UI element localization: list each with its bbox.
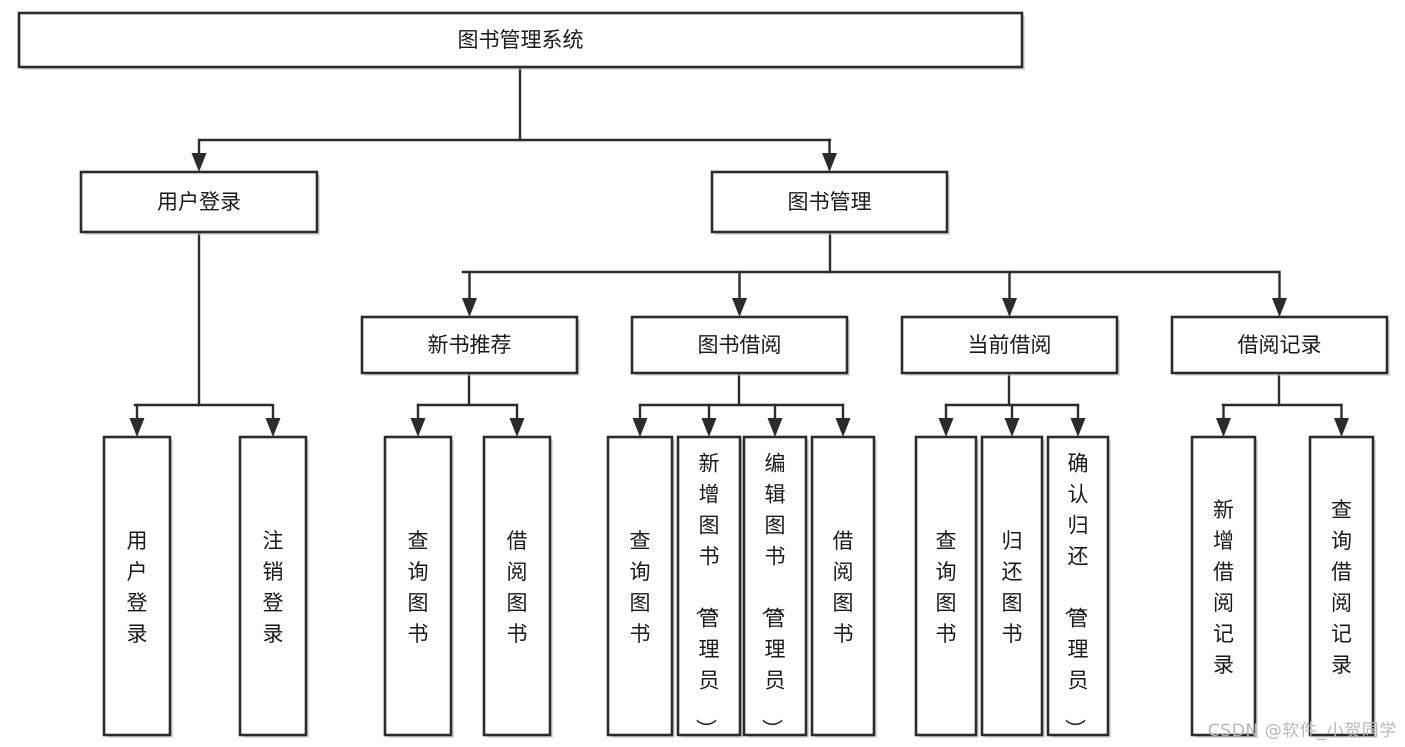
node-label: 查询图书 (936, 529, 957, 646)
arrow-to-borrow-record (1272, 270, 1287, 317)
arrow-to-new-book-recommend (462, 270, 477, 317)
nodes-layer: 图书管理系统用户登录图书管理新书推荐图书借阅当前借阅借阅记录用户登录注销登录查询… (17, 11, 1390, 740)
arrow-to-user-login (191, 138, 207, 172)
node-leaf-leaf-query-book-borrow[interactable]: 查询图书 (606, 435, 675, 738)
node-level1-book-management[interactable]: 图书管理 (710, 170, 950, 235)
arrow-to-leaf-user-login (129, 403, 145, 437)
arrow-to-current-borrow (1002, 270, 1017, 317)
node-leaf-leaf-borrow-book[interactable]: 借阅图书 (810, 435, 877, 738)
arrow-to-leaf-add-book-admin (701, 403, 717, 437)
connector-bus-book-borrow (638, 371, 845, 407)
node-root-root[interactable]: 图书管理系统 (17, 11, 1025, 70)
connectors-layer (129, 65, 1349, 437)
node-label: 新增借阅记录 (1213, 498, 1234, 677)
node-label: 当前借阅 (968, 333, 1052, 357)
node-label: 借阅记录 (1238, 333, 1322, 357)
node-label: 新增图书（管理员） (694, 452, 720, 740)
node-label: 图书管理系统 (458, 28, 584, 52)
node-label: 确认归还（管理员） (1063, 452, 1089, 740)
arrow-to-leaf-logout (265, 403, 281, 437)
node-level1-user-login[interactable]: 用户登录 (79, 170, 320, 235)
connector-bus-current-borrow (944, 371, 1080, 407)
arrow-to-book-management (822, 138, 837, 172)
node-label: 归还图书 (1002, 529, 1023, 646)
node-label: 图书管理 (788, 190, 872, 214)
connector-bus-user-login (133, 230, 273, 407)
node-leaf-leaf-user-login[interactable]: 用户登录 (102, 435, 173, 738)
node-label: 查询图书 (630, 529, 651, 646)
node-level2-borrow-record[interactable]: 借阅记录 (1170, 315, 1390, 376)
connector-bus-new-book (416, 371, 519, 407)
node-label: 用户登录 (127, 529, 148, 646)
node-label: 借阅图书 (507, 529, 528, 646)
node-leaf-leaf-confirm-return-admin[interactable]: 确认归还（管理员） (1046, 435, 1111, 740)
connector-bus-root (198, 65, 832, 142)
arrow-to-leaf-confirm-return-admin (1070, 403, 1086, 437)
arrow-to-leaf-edit-book-admin (767, 403, 783, 437)
node-label: 用户登录 (157, 190, 241, 214)
node-label: 注销登录 (263, 529, 284, 646)
node-label: 借阅图书 (833, 529, 854, 646)
node-leaf-leaf-query-book-current[interactable]: 查询图书 (914, 435, 979, 738)
node-label: 编辑图书（管理员） (760, 452, 786, 740)
arrow-to-leaf-add-borrow-record (1216, 403, 1231, 437)
node-leaf-leaf-return-book[interactable]: 归还图书 (980, 435, 1045, 738)
arrow-to-leaf-query-book-current (938, 403, 954, 437)
connector-bus-level1 (461, 230, 1281, 274)
node-leaf-leaf-query-book-recommend[interactable]: 查询图书 (383, 435, 454, 738)
node-label: 新书推荐 (428, 333, 512, 357)
arrow-to-leaf-query-book-borrow (632, 403, 648, 437)
arrow-to-leaf-borrow-book (835, 403, 851, 437)
node-leaf-leaf-add-borrow-record[interactable]: 新增借阅记录 (1190, 435, 1258, 738)
arrow-to-leaf-query-book-recommend (410, 403, 426, 437)
node-label: 图书借阅 (698, 333, 782, 357)
node-level2-current-borrow[interactable]: 当前借阅 (900, 315, 1120, 376)
node-level2-book-borrow[interactable]: 图书借阅 (630, 315, 850, 376)
connector-bus-borrow-record (1221, 371, 1343, 407)
node-leaf-leaf-edit-book-admin[interactable]: 编辑图书（管理员） (742, 435, 809, 740)
node-leaf-leaf-logout[interactable]: 注销登录 (238, 435, 309, 738)
node-level2-new-book-recommend[interactable]: 新书推荐 (360, 315, 580, 376)
node-label: 查询图书 (408, 529, 429, 646)
node-leaf-leaf-query-borrow-record[interactable]: 查询借阅记录 (1308, 435, 1376, 738)
arrow-to-book-borrow (732, 270, 747, 317)
node-label: 查询借阅记录 (1331, 498, 1352, 677)
arrow-to-leaf-return-book (1004, 403, 1020, 437)
arrow-to-leaf-borrow-book-recommend (509, 403, 525, 437)
node-leaf-leaf-borrow-book-recommend[interactable]: 借阅图书 (482, 435, 553, 738)
node-leaf-leaf-add-book-admin[interactable]: 新增图书（管理员） (676, 435, 743, 740)
arrow-to-leaf-query-borrow-record (1334, 403, 1349, 437)
